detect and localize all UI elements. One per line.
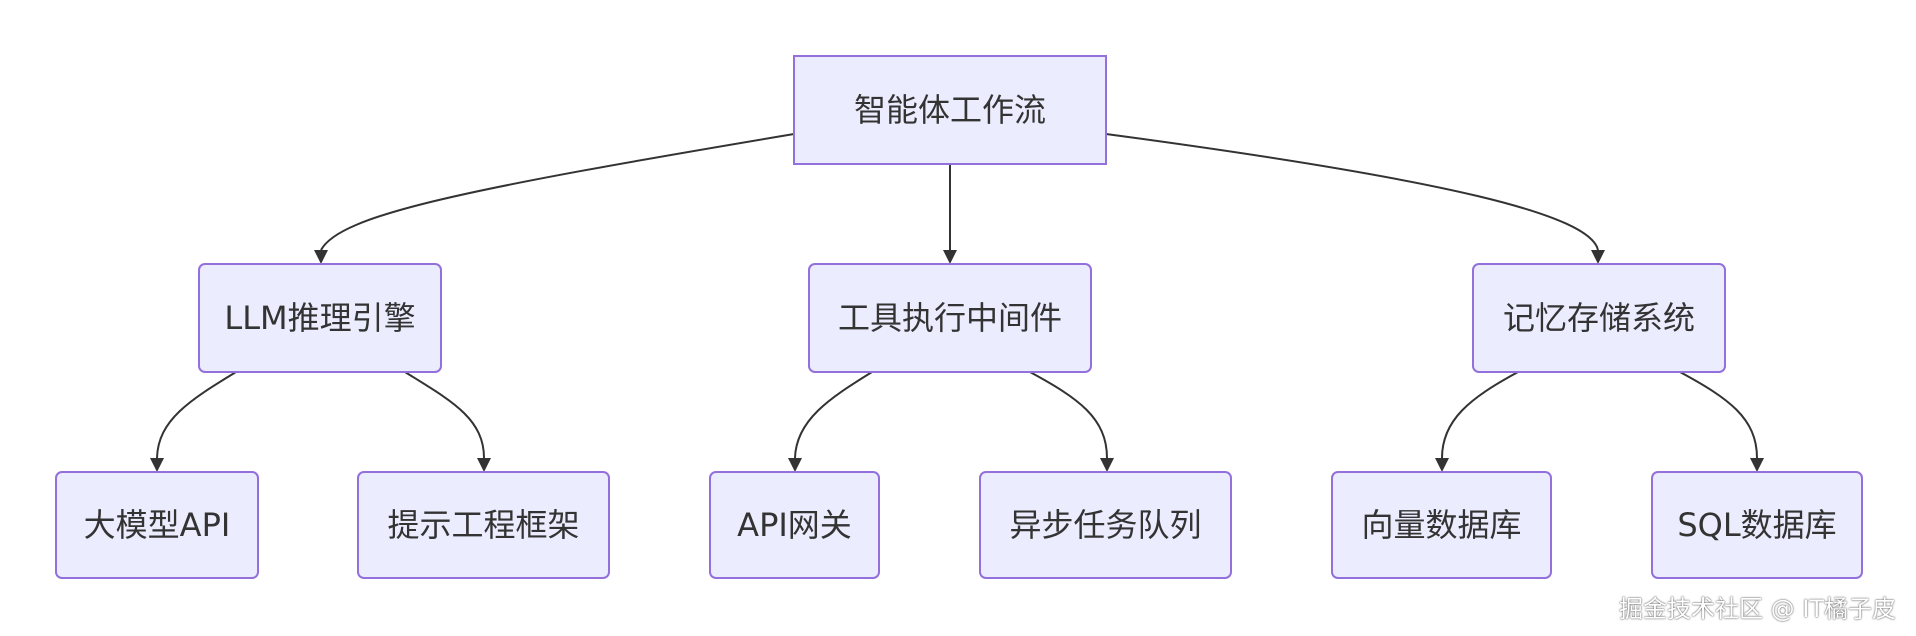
edge-line [1441,371,1519,459]
node-async-queue: 异步任务队列 [979,471,1232,579]
node-box [357,471,610,579]
edge-tool_middleware-to-api_gateway [788,371,873,472]
arrowhead-icon [1591,250,1605,264]
node-box [793,55,1107,165]
node-box [808,263,1092,373]
node-box [55,471,259,579]
arrowhead-icon [477,458,491,472]
node-big-model-api: 大模型API [55,471,259,579]
edge-line [794,371,873,459]
node-label: 异步任务队列 [1009,506,1201,544]
node-memory-storage: 记忆存储系统 [1472,263,1726,373]
edge-line [320,133,795,251]
edge-root-to-llm_engine [314,133,795,264]
node-box [1651,471,1863,579]
node-label: API网关 [737,506,852,544]
edge-line [404,371,485,459]
node-label: LLM推理引擎 [224,299,415,337]
arrowhead-icon [1435,458,1449,472]
arrowhead-icon [1100,458,1114,472]
node-sql-db: SQL数据库 [1651,471,1863,579]
node-label: 智能体工作流 [854,91,1046,129]
node-box [709,471,880,579]
node-prompt-framework: 提示工程框架 [357,471,610,579]
node-api-gateway: API网关 [709,471,880,579]
arrowhead-icon [943,250,957,264]
edge-line [1105,133,1599,251]
edge-line [1679,371,1758,459]
arrowhead-icon [1750,458,1764,472]
node-label: SQL数据库 [1677,506,1836,544]
edge-tool_middleware-to-async_queue [1029,371,1114,472]
node-label: 大模型API [84,506,231,544]
edges-layer [150,133,1764,472]
edge-llm_engine-to-big_model_api [150,371,237,472]
node-label: 提示工程框架 [387,506,579,544]
watermark-text: 掘金技术社区 @ IT橘子皮 [1619,595,1896,623]
edge-root-to-tool_middleware [943,164,957,264]
node-box [1331,471,1552,579]
edge-line [156,371,237,459]
edge-memory_storage-to-vector_db [1435,371,1519,472]
arrowhead-icon [314,250,328,264]
node-label: 向量数据库 [1361,506,1521,544]
edge-root-to-memory_storage [1105,133,1605,264]
node-label: 工具执行中间件 [838,299,1062,337]
node-vector-db: 向量数据库 [1331,471,1552,579]
node-llm-engine: LLM推理引擎 [198,263,442,373]
node-box [1472,263,1726,373]
edge-llm_engine-to-prompt_framework [404,371,491,472]
arrowhead-icon [788,458,802,472]
node-tool-middleware: 工具执行中间件 [808,263,1092,373]
node-box [979,471,1232,579]
arrowhead-icon [150,458,164,472]
edge-memory_storage-to-sql_db [1679,371,1764,472]
node-root: 智能体工作流 [793,55,1107,165]
node-label: 记忆存储系统 [1503,299,1695,337]
edge-line [1029,371,1108,459]
node-box [198,263,442,373]
